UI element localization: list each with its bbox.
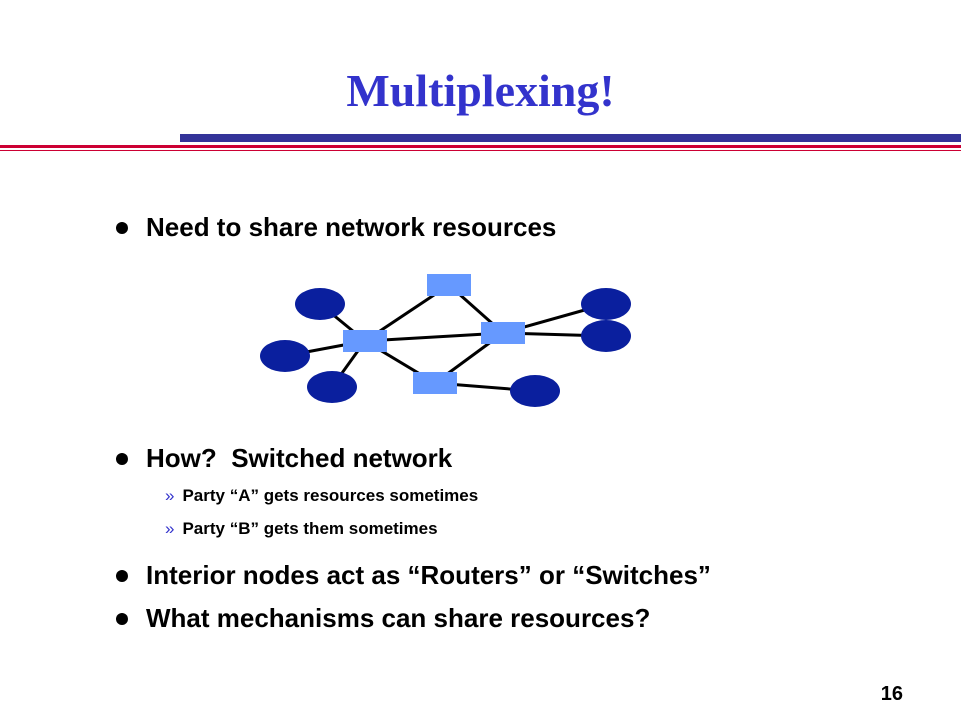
bullet-dot-icon [116, 221, 128, 234]
link-switch1-switch3 [364, 331, 504, 343]
bullet-1-text: Need to share network resources [146, 212, 557, 242]
switch-node [481, 322, 525, 344]
sub-bullet-2-text: Party “B” gets them sometimes [182, 519, 438, 538]
title-rule-red [0, 145, 961, 148]
bullet-4: What mechanisms can share resources? [116, 603, 650, 634]
bullet-3-text: Interior nodes act as “Routers” or “Swit… [146, 560, 711, 590]
host-node [581, 320, 631, 352]
bullet-1: Need to share network resources [116, 212, 556, 243]
bullet-3: Interior nodes act as “Routers” or “Swit… [116, 560, 711, 591]
host-node [581, 288, 631, 320]
host-node [260, 340, 310, 372]
title-rule-blue [180, 134, 961, 142]
bullet-dot-icon [116, 612, 128, 625]
sub-bullet-marker: » [165, 486, 175, 505]
bullet-dot-icon [116, 452, 128, 465]
host-node [307, 371, 357, 403]
title-rule-red-thin [0, 150, 961, 151]
bullet-2: How? Switched network [116, 443, 452, 474]
host-node [510, 375, 560, 407]
sub-bullet-1: » Party “A” gets resources sometimes [165, 486, 478, 506]
sub-bullet-1-text: Party “A” gets resources sometimes [182, 486, 479, 505]
switch-node [343, 330, 387, 352]
bullet-dot-icon [116, 569, 128, 582]
sub-bullet-marker: » [165, 519, 175, 538]
bullet-2-text: How? Switched network [146, 443, 453, 473]
sub-bullet-2: » Party “B” gets them sometimes [165, 519, 438, 539]
switch-node [413, 372, 457, 394]
switch-node [427, 274, 471, 296]
slide-title: Multiplexing! [346, 65, 615, 116]
bullet-4-text: What mechanisms can share resources? [146, 603, 651, 633]
page-number: 16 [880, 683, 903, 705]
host-node [295, 288, 345, 320]
